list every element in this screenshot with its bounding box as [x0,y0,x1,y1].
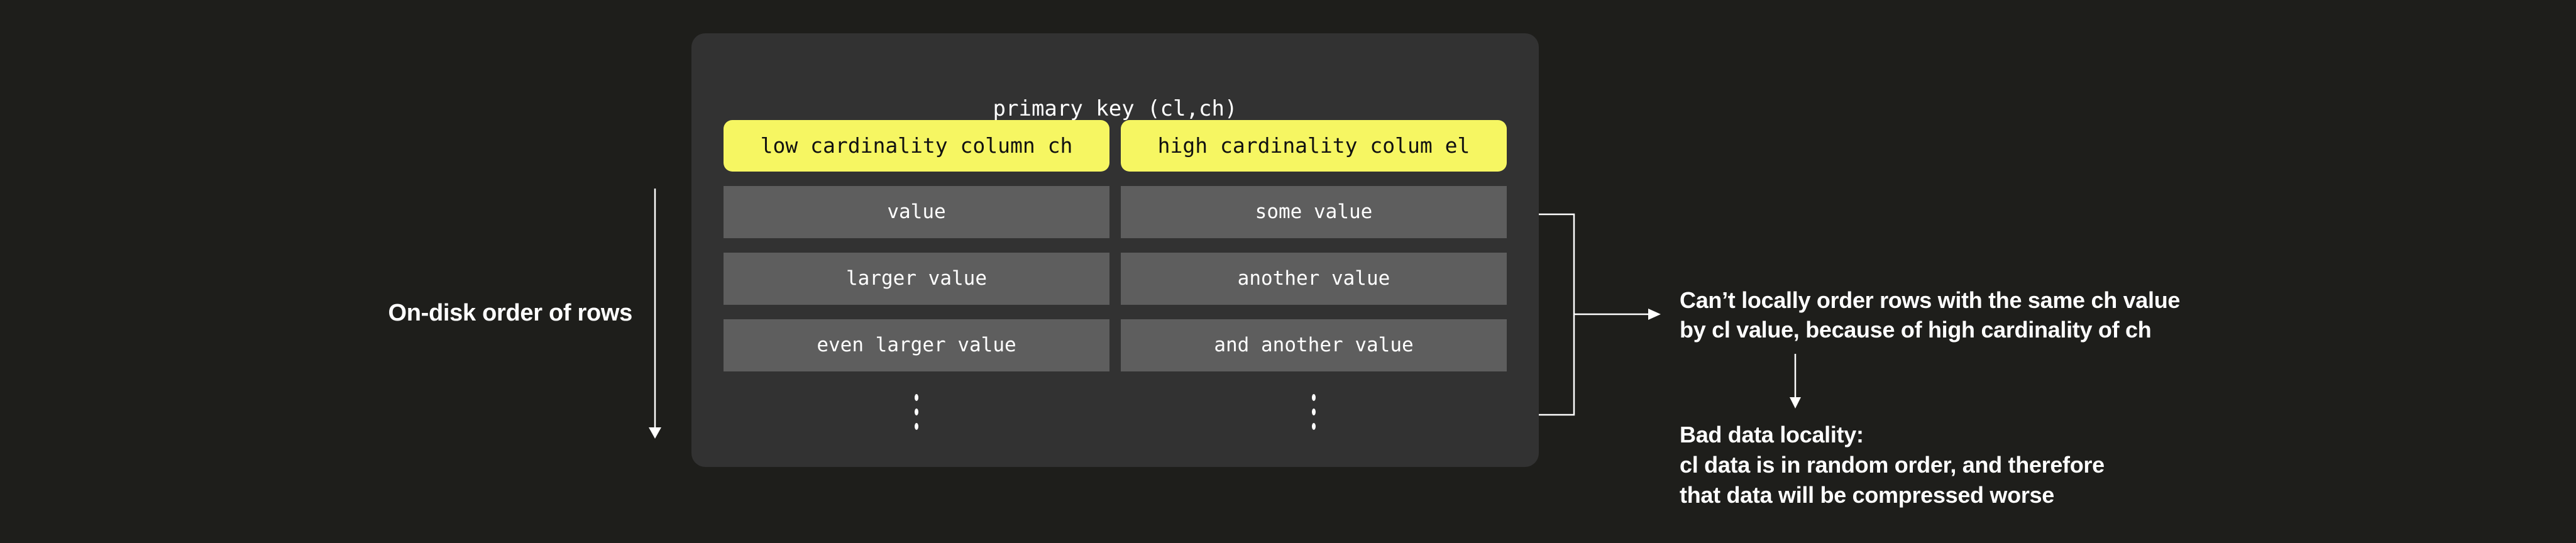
note-line: Bad data locality: [1680,422,1864,447]
ellipsis-dot [1312,394,1316,401]
note-line: that data will be compressed worse [1680,482,2054,508]
cell-high-row-1: some value [1121,186,1507,238]
cell-high-row-2: another value [1121,253,1507,305]
note-bad-data-locality: Bad data locality: cl data is in random … [1680,420,2105,510]
on-disk-order-label: On-disk order of rows [388,300,632,326]
ellipsis-dot [915,409,918,415]
cell-low-row-1: value [724,186,1109,238]
column-ellipsis-high [1121,394,1507,430]
column-header-low-cardinality: low cardinality column ch [724,120,1109,172]
ellipsis-dot [1312,409,1316,415]
column-header-high-cardinality: high cardinality colum el [1121,120,1507,172]
note-line: cl data is in random order, and therefor… [1680,452,2105,478]
column-ellipsis-low [724,394,1109,430]
on-disk-order-down-arrow [649,189,661,439]
ellipsis-dot [915,394,918,401]
ellipsis-dot [915,423,918,430]
note-down-arrow [1790,354,1801,409]
note-cant-order-rows: Can’t locally order rows with the same c… [1680,285,2180,344]
cell-low-row-3: even larger value [724,319,1109,371]
note-line: Can’t locally order rows with the same c… [1680,287,2181,313]
note-line: by cl value, because of high cardinality… [1680,317,2152,343]
primary-key-panel: primary key (cl,ch) low cardinality colu… [691,33,1539,467]
ellipsis-dot [1312,423,1316,430]
cell-low-row-2: larger value [724,253,1109,305]
cell-high-row-3: and another value [1121,319,1507,371]
panel-title: primary key (cl,ch) [993,96,1238,121]
